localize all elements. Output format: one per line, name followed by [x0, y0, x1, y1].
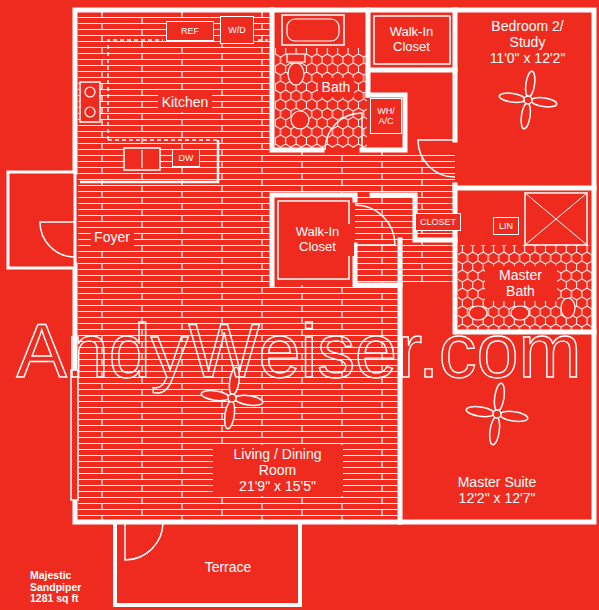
fan-blade	[530, 96, 557, 108]
room-name: WH/ A/C	[374, 106, 398, 127]
fan-blade	[223, 400, 236, 429]
wall	[455, 185, 594, 332]
fan-hub	[228, 394, 236, 402]
room-name: Terrace	[205, 559, 252, 575]
counter-line	[108, 139, 218, 141]
fixture-box: WH/ A/C	[370, 98, 402, 134]
room-name: CLOSET	[420, 217, 456, 227]
burner	[85, 87, 95, 97]
bath-tile-floor	[275, 48, 367, 148]
bath-sink	[291, 111, 309, 129]
room-label: Bedroom 2/ Study11'0" x 12'2"	[478, 17, 578, 68]
entry-vestibule	[8, 172, 75, 268]
fan-blade	[499, 92, 526, 104]
door-swing	[325, 113, 362, 150]
toilet	[288, 63, 304, 85]
closet-shelf	[374, 16, 450, 64]
wall	[366, 10, 371, 95]
room-label: Terrace	[201, 558, 255, 577]
fan-blade	[201, 389, 230, 402]
stove	[80, 82, 100, 122]
wood-floor	[78, 12, 272, 152]
fixture-box: W/D	[220, 16, 254, 44]
room-label: Kitchen	[158, 93, 212, 112]
room-name: Living / Dining Room	[216, 446, 340, 478]
wall	[75, 10, 594, 522]
peninsula	[80, 140, 218, 182]
fixture-box: CLOSET	[415, 213, 461, 231]
fixture-box: REF	[166, 21, 214, 41]
wood-floor	[355, 195, 455, 285]
ceiling-fan	[499, 71, 558, 130]
closet-floor	[272, 195, 355, 285]
room-name: LIN	[499, 221, 513, 231]
room-label: Master Suite12'2" x 12'7"	[454, 473, 540, 508]
room-name: Kitchen	[162, 94, 209, 110]
room-dimension: 21'9" x 15'5"	[239, 478, 316, 494]
toilet-tank	[287, 54, 305, 62]
door-swing	[40, 222, 75, 257]
room-label: Walk-In Closet	[376, 24, 448, 56]
wall	[368, 68, 455, 73]
room-label: Walk-In Closet	[282, 224, 354, 256]
fixture-box: LIN	[493, 217, 519, 235]
room-name: Master Suite	[458, 474, 537, 490]
wall	[272, 195, 355, 285]
wall	[453, 10, 458, 140]
room-dimension: 11'0" x 12'2"	[490, 50, 566, 66]
room-name: Bath	[322, 79, 351, 95]
room-name: W/D	[228, 25, 246, 35]
room-label: Bath	[318, 78, 354, 97]
fan-hub	[524, 96, 532, 104]
room-name: Master Bath	[488, 267, 554, 299]
watermark: AndyWeiser.com	[17, 314, 582, 389]
room-label: Living / Dining Room21'9" x 15'5"	[213, 445, 343, 496]
door-swing	[418, 140, 455, 177]
sink-basins	[141, 150, 142, 168]
plan-name: Majestic Sandpiper 1281 sq ft	[30, 570, 96, 605]
sink	[124, 148, 160, 170]
burner	[85, 107, 95, 117]
door-swing	[355, 205, 395, 245]
bathtub-basin	[287, 19, 339, 41]
fan-hub	[493, 410, 501, 418]
shower-drain	[525, 193, 587, 245]
wall	[355, 245, 400, 285]
room-dimension: 12'2" x 12'7"	[459, 490, 536, 506]
room-name: Walk-In Closet	[379, 25, 445, 55]
fan-blade	[524, 71, 536, 98]
room-name: Bedroom 2/ Study	[481, 18, 575, 50]
fan-blade	[234, 394, 263, 407]
shower	[525, 193, 587, 245]
counter-line	[108, 40, 268, 140]
room-name: REF	[181, 26, 199, 36]
fan-blade	[488, 416, 501, 445]
fan-blade	[466, 405, 495, 418]
wall	[455, 186, 594, 191]
room-name: Walk-In Closet	[285, 225, 351, 255]
wall	[362, 95, 405, 150]
door-swing	[125, 522, 163, 560]
room-label: Foyer	[91, 228, 134, 247]
fixture-box: DW	[172, 149, 200, 167]
bathtub	[282, 15, 344, 45]
ceiling-fan	[466, 383, 529, 446]
fan-blade	[520, 102, 532, 129]
terrace-outline	[115, 522, 300, 605]
fan-blade	[499, 410, 528, 423]
room-label: Master Bath	[485, 266, 557, 301]
room-name: DW	[179, 153, 194, 163]
room-name: Foyer	[94, 229, 130, 245]
